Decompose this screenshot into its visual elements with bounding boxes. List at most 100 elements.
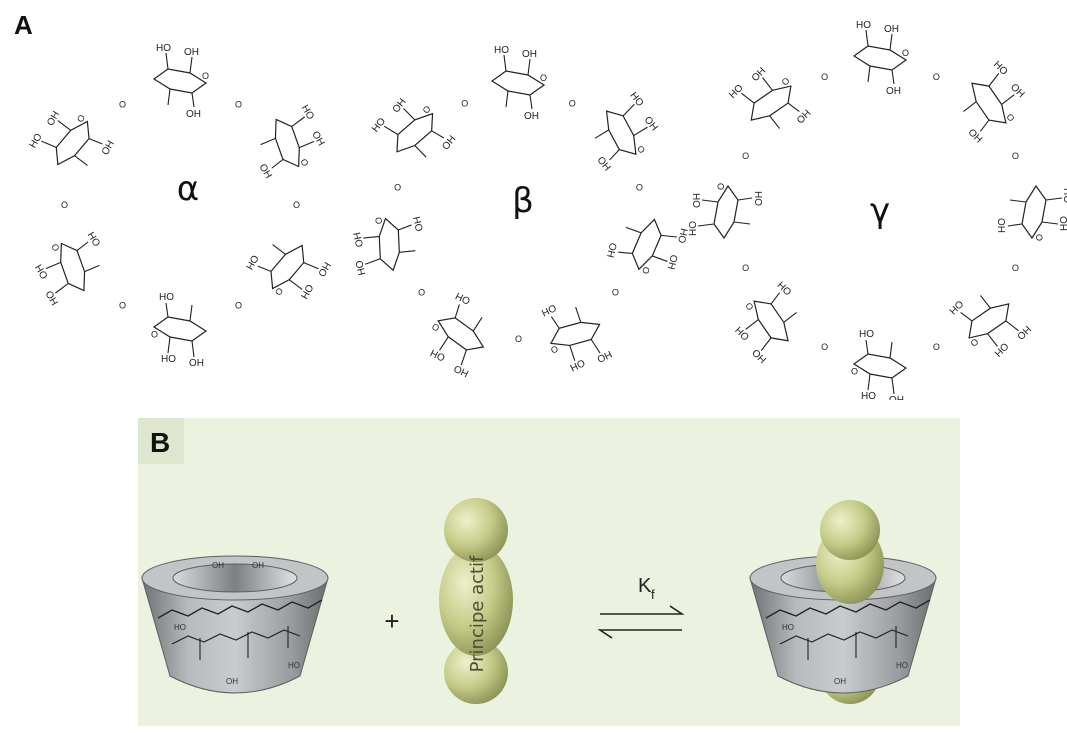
glycosidic-oxygen-label: O [293,200,300,210]
hydroxyl-label: HO [727,82,746,101]
glycosidic-oxygen-label: O [933,72,940,82]
plus-sign: + [384,606,399,636]
cone-right-outer-hydroxyl: HO [782,623,794,632]
glycosidic-oxygen-label: O [61,200,68,210]
glycosidic-oxygen-label: O [235,301,242,311]
glycosidic-oxygen-label: O [1012,151,1019,161]
hydroxyl-label: OH [440,134,458,153]
hydroxyl-label: OH [665,253,679,270]
cone-left-outer-hydroxyl: OH [226,677,238,686]
ring-oxygen-label: O [373,216,384,225]
hydroxyl-label: OH [34,262,51,280]
glycosidic-oxygen-label: O [515,334,522,344]
ring-oxygen-label: O [202,71,209,81]
ring-oxygen-label: O [298,157,310,168]
panel-b-inclusion-complex: B [138,418,960,726]
panel-b-label: B [150,427,171,458]
ring-oxygen-label: O [1004,112,1016,124]
hydroxyl-label: OH [1057,216,1067,231]
equilibrium-constant-subscript: f [651,587,655,602]
cone-left-inner-hydroxyl: OH [212,561,224,570]
hydroxyl-label: HO [889,393,904,400]
glucose-unit: HO OH OH O [852,20,909,97]
hydroxyl-label: OH [184,47,199,58]
hydroxyl-label: OH [642,115,660,134]
hydroxyl-label: OH [886,86,901,97]
gamma-symbol: γ [870,191,890,231]
hydroxyl-label: OH [298,282,315,300]
hydroxyl-label: OH [604,242,618,259]
glycosidic-oxygen-label: O [821,72,828,82]
forward-arrow [600,605,685,615]
inclusion-complex-figure: OH OH HO OH HO + Principe actif K f [141,498,937,704]
hydroxyl-label: OH [243,253,260,271]
hydroxyl-label: OH [257,162,274,180]
hydroxyl-label: OH [186,109,201,120]
hydroxyl-label: OH [100,139,117,157]
glucose-unit: HO OH OH O [688,183,765,240]
hydroxyl-label: OH [692,193,703,208]
hydroxyl-label: HO [452,362,470,379]
ring-oxygen-label: O [902,48,909,58]
hydroxyl-label: HO [991,59,1010,78]
hydroxyl-label: HO [675,227,689,244]
hydroxyl-label: HO [688,221,699,236]
glycosidic-oxygen-label: O [742,151,749,161]
beta-symbol: β [512,181,534,221]
glycosidic-oxygen-label: O [461,98,468,108]
hydroxyl-label: OH [884,24,899,35]
hydroxyl-label: OH [391,97,409,116]
hydroxyl-label: HO [856,20,871,31]
alpha-symbol: α [177,169,199,209]
hydroxyl-label: OH [859,327,874,338]
glycosidic-oxygen-label: O [742,263,749,273]
hydroxyl-label: OH [309,129,326,147]
hydroxyl-label: HO [1061,188,1067,203]
hydroxyl-label: HO [354,259,368,276]
hydroxyl-label: HO [370,116,388,135]
glycosidic-oxygen-label: O [394,182,401,192]
glycosidic-oxygen-label: O [612,287,619,297]
hydroxyl-label: OH [754,191,765,206]
hydroxyl-label: OH [429,346,447,362]
ring-oxygen-label: O [716,183,726,190]
hydroxyl-label: HO [494,45,509,56]
glycosidic-oxygen-label: O [1012,263,1019,273]
glycosidic-oxygen-label: O [418,287,425,297]
panel-b-label-box: B [138,418,184,464]
ring-oxygen-label: O [540,73,547,83]
hydroxyl-label: HO [156,43,171,54]
glycosidic-oxygen-label: O [119,100,126,110]
ring-oxygen-label: O [273,286,285,297]
hydroxyl-label: HO [189,356,204,367]
glycosidic-oxygen-label: O [821,342,828,352]
ring-oxygen-label: O [49,242,61,253]
hydroxyl-label: OH [568,356,586,372]
glycosidic-oxygen-label: O [235,100,242,110]
hydroxyl-label: OH [995,218,1006,233]
ring-oxygen-label: O [780,75,792,87]
hydroxyl-label: HO [750,346,769,365]
ring-oxygen-label: O [968,336,980,348]
reverse-arrow [597,629,682,639]
hydroxyl-label: OH [352,231,366,248]
cyclodextrin-cone-left: OH OH HO OH HO [141,555,329,694]
hydroxyl-label: OH [861,389,876,400]
